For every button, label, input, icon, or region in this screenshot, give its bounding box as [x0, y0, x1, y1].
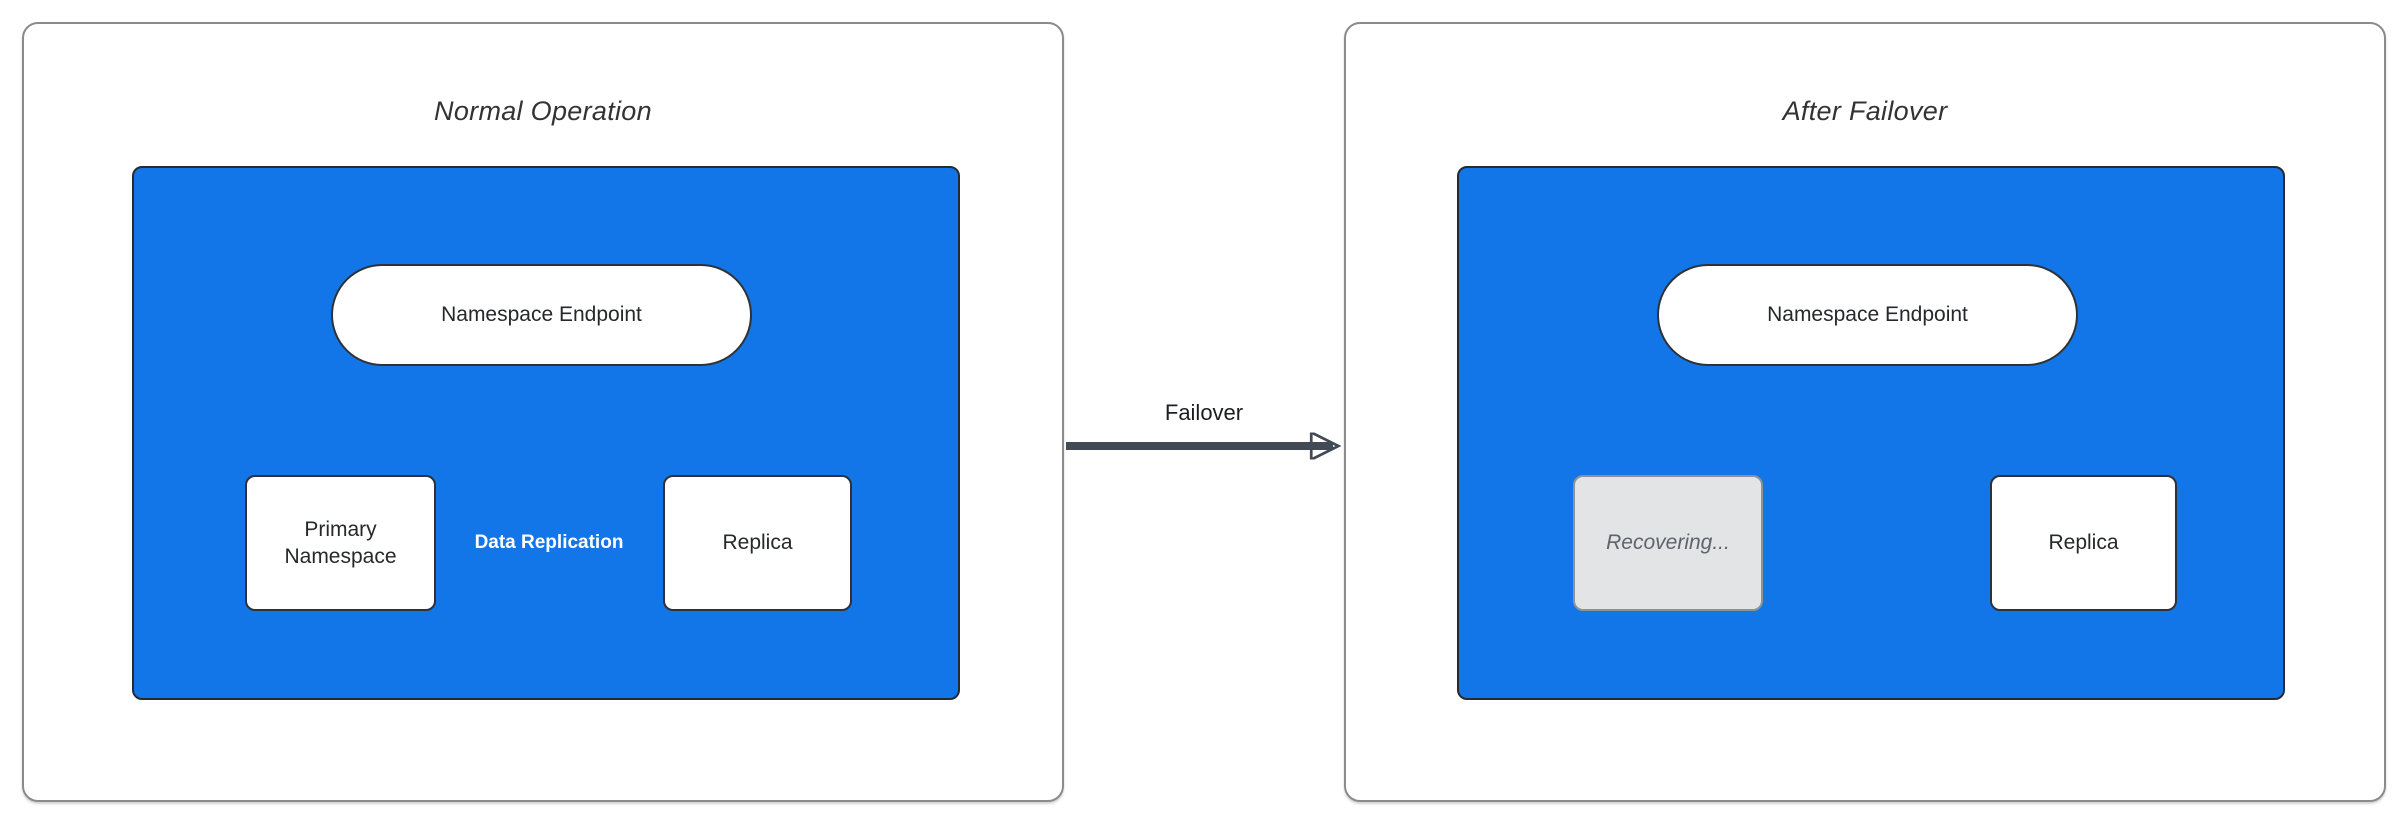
- panel-after-failover: After Failover Namespace Endpoint Recove…: [1344, 22, 2386, 802]
- node-namespace-endpoint: Namespace Endpoint: [1657, 264, 2078, 366]
- cluster-normal-operation: Namespace Endpoint Primary Namespace Rep…: [132, 166, 960, 700]
- cluster-after-failover: Namespace Endpoint Recovering... Replica: [1457, 166, 2285, 700]
- node-replica: Replica: [663, 475, 852, 611]
- edge-label-data-replication: Data Replication: [467, 529, 631, 557]
- failover-label: Failover: [1158, 400, 1250, 426]
- node-namespace-endpoint: Namespace Endpoint: [331, 264, 752, 366]
- node-primary-namespace: Primary Namespace: [245, 475, 436, 611]
- node-recovering: Recovering...: [1573, 475, 1763, 611]
- node-replica: Replica: [1990, 475, 2177, 611]
- panel-normal-operation: Normal Operation Namespace Endpoint Prim…: [22, 22, 1064, 802]
- panel-title-after-failover: After Failover: [1782, 96, 1948, 126]
- panel-title-normal-operation: Normal Operation: [434, 96, 652, 126]
